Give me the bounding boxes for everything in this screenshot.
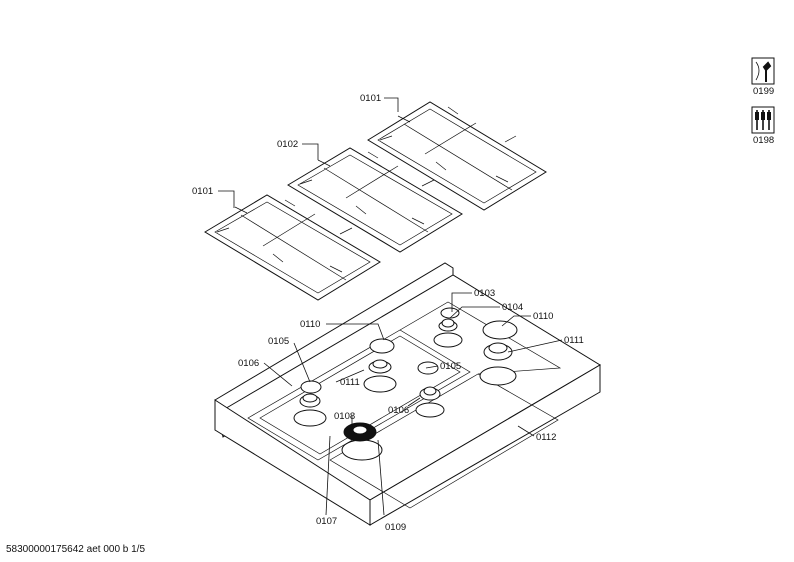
part-labels: 0101 0102 0101 0103 0104 0110 0110 0111 … bbox=[192, 93, 584, 533]
burner-back[interactable] bbox=[433, 307, 463, 348]
pan-support-left[interactable] bbox=[204, 194, 381, 301]
label-0104: 0104 bbox=[502, 302, 523, 313]
burner-center-left[interactable] bbox=[363, 338, 397, 393]
label-0105-left: 0105 bbox=[268, 336, 289, 347]
label-0108: 0108 bbox=[334, 411, 355, 422]
label-grate-left: 0101 bbox=[192, 186, 213, 197]
label-grate-middle: 0102 bbox=[277, 139, 298, 150]
label-0110-right: 0110 bbox=[533, 311, 553, 322]
document-footer: 58300000175642 aet 000 b 1/5 bbox=[6, 544, 146, 555]
burner-right-large[interactable] bbox=[479, 320, 518, 386]
leader-lines bbox=[218, 97, 563, 516]
tool-label-0199: 0199 bbox=[753, 86, 774, 97]
label-grate-right: 0101 bbox=[360, 93, 381, 104]
label-0110-left: 0110 bbox=[300, 319, 320, 330]
tool-icon-screwdrivers bbox=[751, 106, 775, 134]
label-0105-right: 0105 bbox=[440, 361, 461, 372]
label-0107: 0107 bbox=[316, 516, 337, 527]
burner-wok[interactable] bbox=[341, 422, 383, 461]
pan-support-right[interactable] bbox=[367, 101, 547, 211]
label-0111-right: 0111 bbox=[564, 335, 584, 346]
label-0111-left: 0111 bbox=[340, 377, 360, 388]
tool-icon-wrench bbox=[751, 57, 775, 85]
hob-body bbox=[214, 262, 601, 526]
label-0103: 0103 bbox=[474, 288, 495, 299]
pan-support-middle[interactable] bbox=[287, 147, 463, 253]
label-0109: 0109 bbox=[385, 522, 406, 533]
label-0106-right: 0106 bbox=[388, 405, 409, 416]
burner-front-left[interactable] bbox=[293, 380, 327, 427]
tool-label-0198: 0198 bbox=[753, 135, 774, 146]
label-0112: 0112 bbox=[536, 432, 556, 443]
label-0106-left: 0106 bbox=[238, 358, 259, 369]
burner-center-right[interactable] bbox=[415, 361, 445, 418]
